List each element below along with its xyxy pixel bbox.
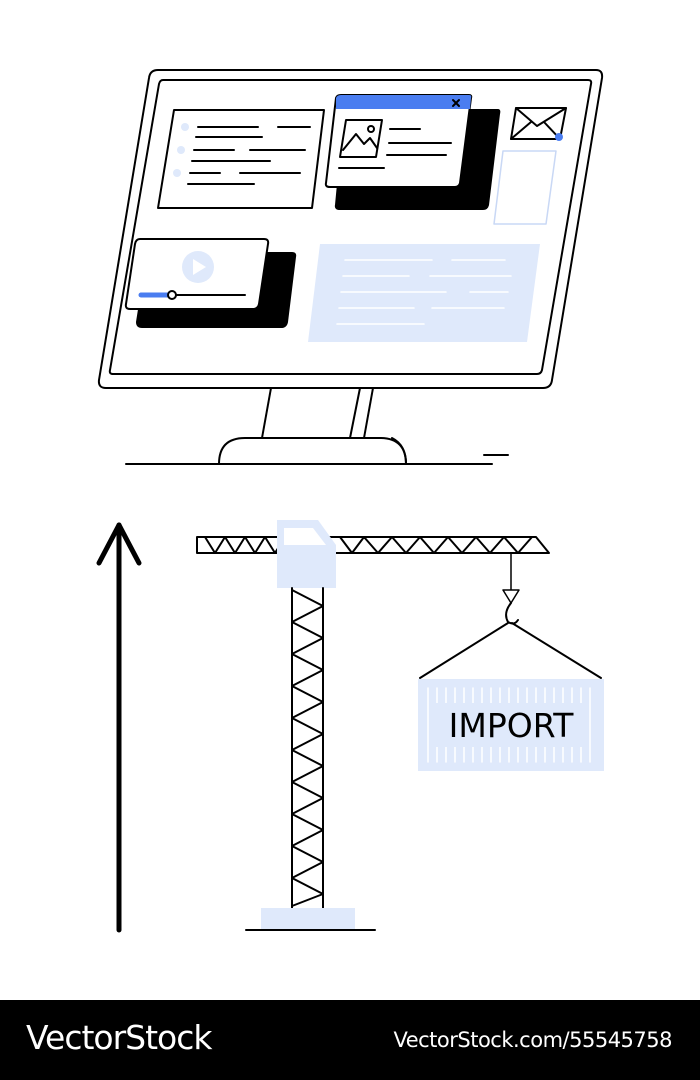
illustration: IMPORT	[96, 69, 604, 933]
play-icon[interactable]	[182, 251, 214, 283]
brand-logo: VectorStock	[26, 1018, 212, 1057]
container-label: IMPORT	[449, 706, 575, 745]
up-arrow-icon	[96, 522, 142, 933]
video-window	[124, 238, 297, 328]
video-progress-slider[interactable]	[138, 290, 246, 300]
text-block	[308, 244, 540, 342]
side-panel	[493, 150, 557, 225]
image-window	[324, 94, 501, 210]
close-icon[interactable]	[452, 99, 460, 107]
watermark-bar: VectorStock VectorStock.com/55545758	[0, 1000, 700, 1080]
crane-icon	[196, 520, 602, 931]
shipping-container-icon: IMPORT	[418, 679, 604, 771]
text-window	[157, 109, 325, 209]
image-id-text: VectorStock.com/55545758	[393, 1028, 672, 1052]
image-icon	[339, 119, 383, 158]
mail-icon	[510, 107, 567, 141]
